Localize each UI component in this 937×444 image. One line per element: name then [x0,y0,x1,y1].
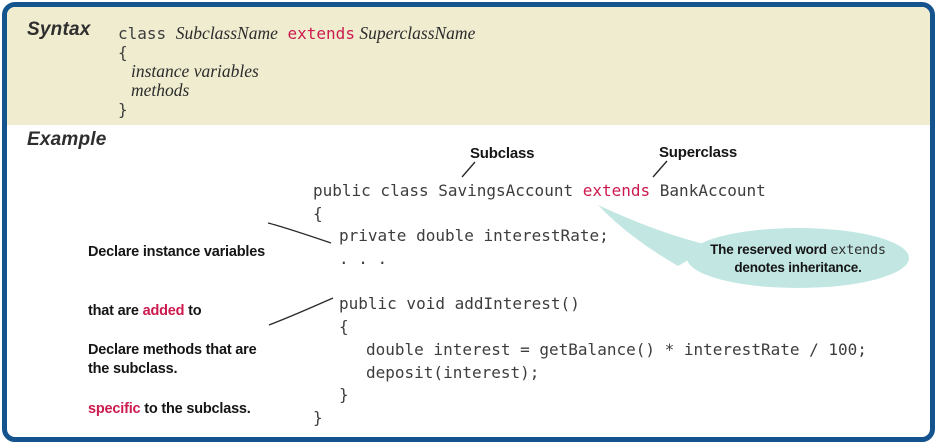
syntax-class-line: class SubclassName extends SuperclassNam… [118,23,476,44]
syntax-section-label: Syntax [27,19,91,40]
subclass-name-placeholder: SubclassName [175,23,278,43]
example-section-label: Example [27,129,107,150]
annotation-methods-line1: Declare methods that are [88,342,257,358]
annotation-instance-variables-line3: the subclass. [88,361,178,377]
syntax-panel-background [7,7,930,125]
bubble-extends-keyword: extends [830,241,886,258]
annotation-text: that are [88,302,143,319]
class-declaration-post: BankAccount [650,181,766,200]
code-method-open-brace: { [339,317,349,337]
annotation-highlight-added: added [142,302,185,319]
code-field-declaration: private double interestRate; [339,226,609,246]
code-ellipsis: . . . [339,249,388,269]
code-method-signature: public void addInterest() [339,294,580,314]
class-declaration-pre: public class SavingsAccount [313,181,583,200]
code-method-close-brace: } [339,385,349,405]
annotation-methods: Declare methods that are specific to the… [88,302,257,444]
syntax-methods-line: methods [131,80,190,100]
code-class-close-brace: } [313,407,323,427]
example-code-block: public class SavingsAccount extends Bank… [313,180,867,430]
superclass-pointer-label: Superclass [659,144,738,161]
syntax-close-brace: } [118,100,128,119]
code-blank-line [313,271,867,294]
code-statement-deposit: deposit(interest); [366,362,540,382]
annotation-methods-line2: specific to the subclass. [88,400,256,420]
annotation-instance-variables-line2: that are added to [88,302,265,322]
extends-keyword: extends [287,24,355,43]
extends-keyword-example: extends [582,181,651,200]
code-open-brace: { [313,203,323,223]
speech-bubble-line2: denotes inheritance. [734,259,862,275]
speech-bubble-line1: The reserved word extends [710,241,886,259]
subclass-pointer-label: Subclass [470,145,535,162]
annotation-instance-variables: Declare instance variables that are adde… [88,204,265,419]
class-keyword: class [118,24,176,43]
code-statement-interest: double interest = getBalance() * interes… [366,339,867,359]
separator [278,24,288,43]
syntax-instance-variables-line: instance variables [131,61,259,81]
annotation-text: to the subclass. [140,400,251,417]
annotation-instance-variables-line1: Declare instance variables [88,244,265,260]
syntax-open-brace: { [118,43,128,62]
annotation-highlight-specific: specific [88,400,141,417]
syntax-code-block: class SubclassName extends SuperclassNam… [118,23,476,120]
bubble-text: The reserved word [710,241,831,257]
superclass-name-placeholder: SuperclassName [354,23,476,43]
speech-bubble: The reserved word extends denotes inheri… [687,228,909,288]
annotation-text: to [184,302,202,319]
code-class-declaration: public class SavingsAccount extends Bank… [313,180,867,203]
